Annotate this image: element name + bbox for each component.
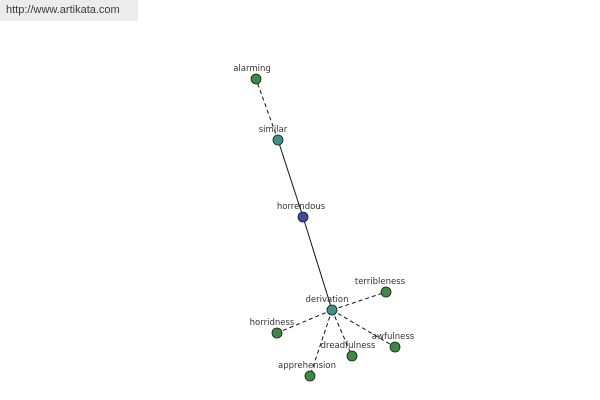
label-derivation: derivation (305, 295, 348, 305)
label-awfulness: awfulness (372, 332, 415, 342)
edge-derivation-dreadfulness (331, 309, 353, 357)
node-dreadfulness[interactable] (346, 350, 358, 362)
label-apprehension: apprehension (278, 361, 336, 371)
edge-derivation-terribleness (331, 291, 387, 311)
edge-derivation-awfulness (331, 309, 396, 348)
node-terribleness[interactable] (380, 286, 392, 298)
node-apprehension[interactable] (304, 370, 316, 382)
node-horrendous[interactable] (297, 211, 309, 223)
label-alarming: alarming (233, 64, 271, 74)
node-awfulness[interactable] (389, 341, 401, 353)
label-dreadfulness: dreadfulness (321, 341, 376, 351)
source-url[interactable]: http://www.artikata.com (0, 0, 138, 21)
edge-horrendous-similar (277, 139, 304, 218)
edge-derivation-apprehension (309, 309, 333, 377)
label-similar: similar (259, 125, 288, 135)
node-alarming[interactable] (250, 73, 262, 85)
label-horridness: horridness (250, 318, 295, 328)
label-terribleness: terribleness (355, 277, 406, 287)
node-similar[interactable] (272, 134, 284, 146)
edge-horrendous-derivation (302, 216, 333, 311)
label-horrendous: horrendous (277, 202, 326, 212)
edge-derivation-horridness (276, 309, 333, 334)
node-horridness[interactable] (271, 327, 283, 339)
node-derivation[interactable] (326, 304, 338, 316)
edge-similar-alarming (255, 78, 279, 141)
